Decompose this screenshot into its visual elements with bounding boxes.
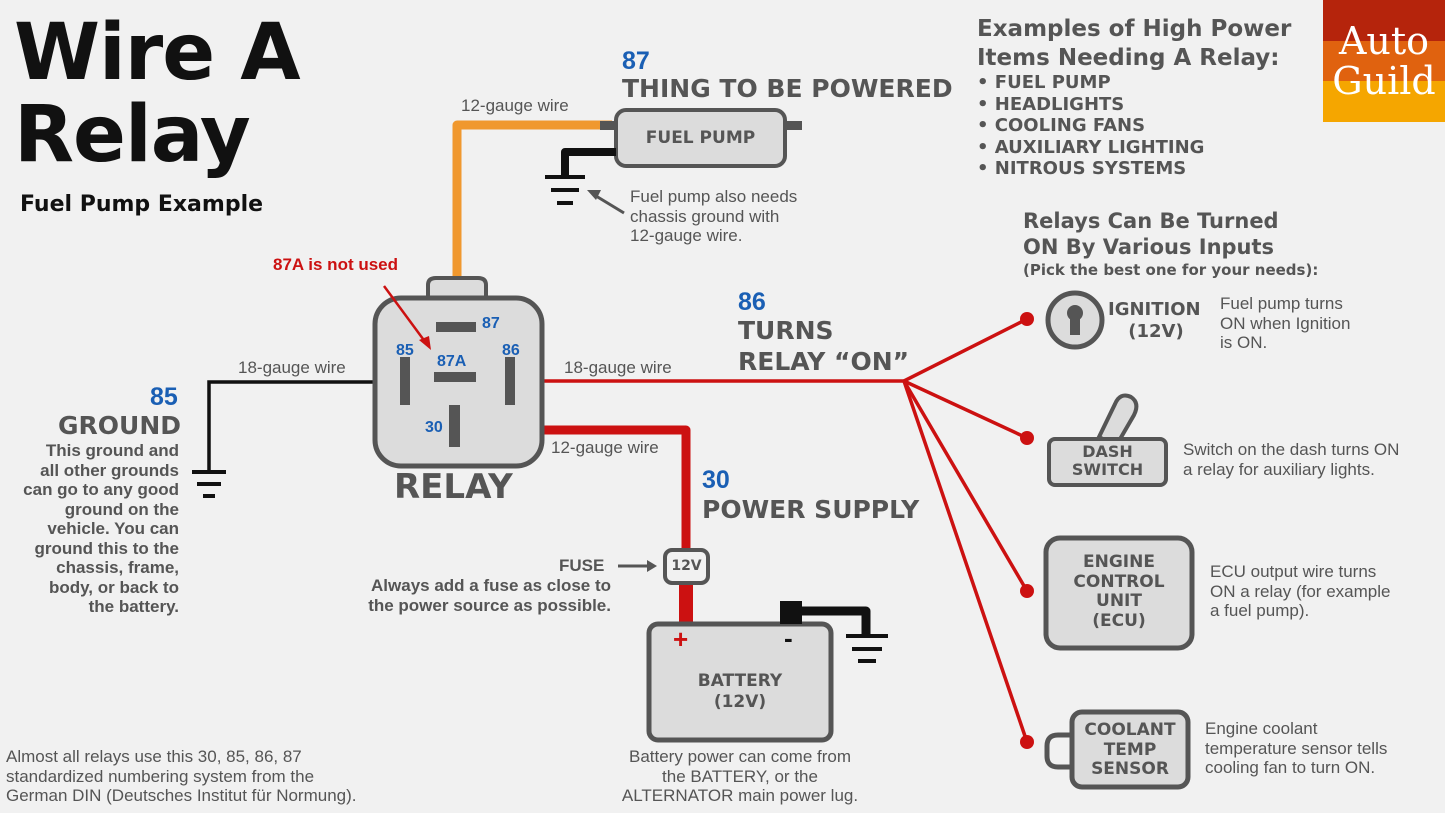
examples-item: • FUEL PUMP — [977, 72, 1111, 93]
load-heading: THING TO BE POWERED — [622, 74, 953, 103]
examples-item: • NITROUS SYSTEMS — [977, 158, 1187, 180]
trigger-pin-number: 86 — [738, 288, 766, 316]
examples-item: • COOLING FANS — [977, 115, 1146, 137]
ignition-icon — [1045, 290, 1105, 350]
logo-line-2: Guild — [1332, 59, 1436, 103]
title-line-1: Wire A — [14, 8, 301, 98]
ground-note: This ground and all other grounds can go… — [23, 441, 179, 616]
fuse-arrowhead — [647, 560, 657, 572]
ecu-label: ENGINE CONTROL UNIT (ECU) — [1073, 552, 1165, 631]
fuel-pump-label: FUEL PUMP — [645, 128, 756, 148]
ground-symbol-85 — [192, 470, 226, 498]
coolant-sensor-icon — [1044, 709, 1191, 790]
load-wire-label: 12-gauge wire — [461, 96, 569, 115]
relay-label: RELAY — [394, 467, 513, 507]
ignition-label: IGNITION — [1108, 299, 1201, 320]
inputs-heading-1: Relays Can Be Turned — [1023, 209, 1279, 233]
battery-ground-wire — [780, 606, 871, 634]
trigger-heading-2: RELAY “ON” — [738, 347, 910, 376]
relay-pin-87a: 87A — [437, 353, 467, 370]
ground-symbol-pump — [545, 175, 585, 205]
examples-heading-1: Examples of High Power — [977, 16, 1292, 42]
relay-pin-85: 85 — [396, 342, 414, 359]
load-pin-number: 87 — [622, 47, 650, 75]
trigger-wire-label: 18-gauge wire — [564, 358, 672, 377]
load-wire — [452, 120, 612, 322]
inputs-hint: (Pick the best one for your needs): — [1023, 261, 1319, 279]
not-used-arrowhead — [419, 336, 431, 350]
fuel-pump-shape — [600, 108, 802, 168]
supply-wire-label: 12-gauge wire — [551, 438, 659, 457]
logo-line-1: Auto — [1338, 19, 1430, 63]
coolant-sensor-note: Engine coolant temperature sensor tells … — [1205, 719, 1388, 777]
examples-list: • FUEL PUMP • HEADLIGHTS • COOLING FANS … — [977, 72, 1204, 180]
examples-item: • AUXILIARY LIGHTING — [977, 136, 1205, 158]
relay-body — [372, 276, 545, 469]
coolant-sensor-label: COOLANT TEMP SENSOR — [1084, 720, 1176, 779]
battery-voltage: (12V) — [713, 692, 767, 712]
battery-shape — [646, 621, 834, 743]
ground-wire — [207, 380, 404, 470]
logo-band-1 — [1323, 0, 1445, 41]
fuse-shape — [663, 548, 710, 585]
relay-pin-86: 86 — [502, 342, 520, 359]
dash-switch-label: DASH SWITCH — [1071, 442, 1144, 479]
din-note: Almost all relays use this 30, 85, 86, 8… — [6, 747, 357, 805]
examples-item: • HEADLIGHTS — [977, 93, 1125, 115]
relay-pin-87: 87 — [482, 315, 500, 332]
dash-switch-note: Switch on the dash turns ON a relay for … — [1183, 440, 1400, 479]
battery-label: BATTERY — [697, 671, 783, 691]
ignition-voltage: (12V) — [1128, 321, 1184, 342]
supply-pin-number: 30 — [702, 466, 730, 494]
fuse-rating: 12V — [671, 558, 702, 574]
battery-plus: + — [673, 624, 689, 654]
dash-switch-icon — [1047, 393, 1168, 487]
pump-ground-arrow — [595, 194, 625, 215]
ignition-note: Fuel pump turns ON when Ignition is ON. — [1220, 294, 1351, 352]
negative-terminal — [780, 601, 802, 624]
inputs-heading-2: ON By Various Inputs — [1023, 235, 1275, 259]
subtitle: Fuel Pump Example — [20, 192, 264, 217]
pump-ground-arrowhead — [587, 190, 601, 200]
battery-note: Battery power can come from the BATTERY,… — [621, 747, 859, 805]
logo-band-3 — [1323, 81, 1445, 122]
not-used-note: 87A is not used — [273, 255, 399, 274]
battery-minus: - — [784, 623, 793, 653]
pump-ground-wire — [561, 148, 616, 176]
trigger-wires — [517, 317, 1029, 743]
ground-pin-number: 85 — [150, 383, 178, 411]
ecu-box — [1043, 535, 1195, 651]
ground-wire-label: 18-gauge wire — [238, 358, 346, 377]
trigger-heading-1: TURNS — [738, 316, 834, 345]
ground-symbol-battery — [846, 634, 888, 663]
examples-heading-2: Items Needing A Relay: — [977, 45, 1280, 71]
not-used-arrow — [382, 285, 428, 344]
title-line-2: Relay — [14, 90, 251, 180]
supply-heading: POWER SUPPLY — [702, 495, 920, 524]
ecu-note: ECU output wire turns ON a relay (for ex… — [1210, 562, 1391, 620]
pump-ground-note: Fuel pump also needs chassis ground with… — [630, 187, 798, 245]
fuse-note: Always add a fuse as close to the power … — [368, 576, 611, 615]
ground-heading: GROUND — [58, 411, 181, 440]
fuse-label: FUSE — [559, 556, 605, 575]
auto-guild-logo: Auto Guild — [1323, 0, 1445, 122]
input-connectors — [1020, 312, 1034, 749]
logo-band-2 — [1323, 40, 1445, 82]
relay-pin-30: 30 — [425, 419, 443, 436]
